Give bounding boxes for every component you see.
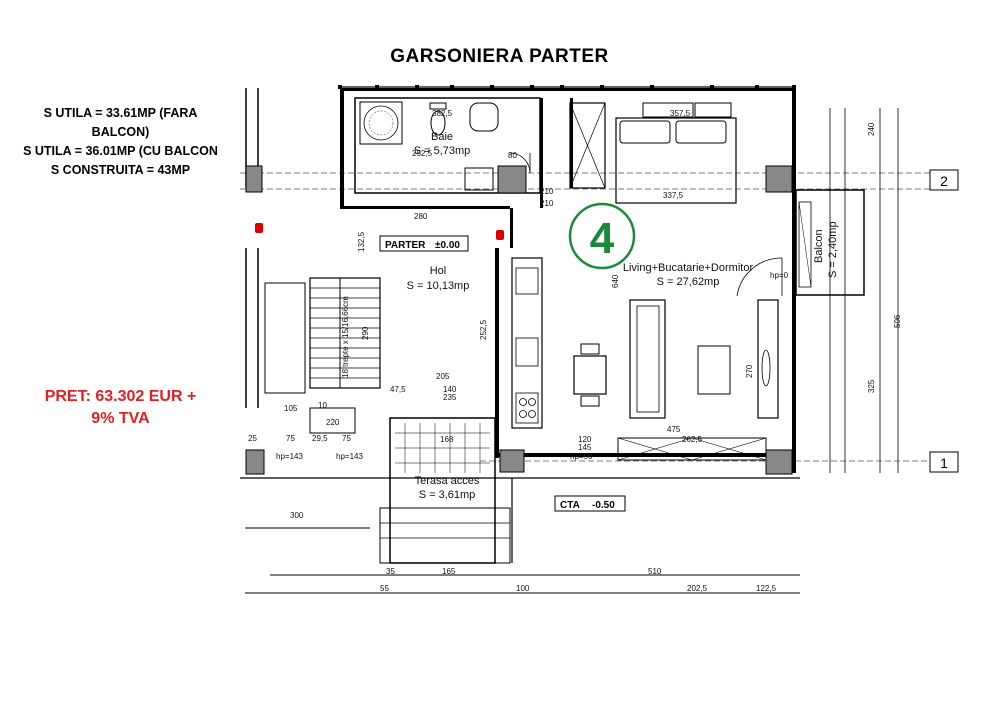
dim-label: 205 <box>436 372 450 381</box>
axis-2-label: 2 <box>940 173 948 189</box>
cta-tag-value: -0.50 <box>592 500 615 511</box>
dim-label: 55 <box>380 584 389 593</box>
dim-label: 10 <box>318 401 327 410</box>
dim-label: 357,5 <box>670 109 691 118</box>
dim-label: 210 <box>540 199 554 208</box>
dim-label: 29,5 <box>312 434 328 443</box>
price-block: PRET: 63.302 EUR + 9% TVA <box>18 386 223 430</box>
dim-label: 165 <box>442 567 456 576</box>
level-tag-label: PARTER <box>385 240 426 251</box>
useful-area-without-balcony: S UTILA = 33.61MP (FARA BALCON) <box>43 106 198 139</box>
room-terasa-area: S = 3,61mp <box>419 489 476 501</box>
dim-label: 202,5 <box>687 584 708 593</box>
room-baie-name: Baie <box>431 131 453 143</box>
dim-label: 75 <box>342 434 351 443</box>
unit-number: 4 <box>590 214 615 263</box>
dim-label: 270 <box>745 364 754 378</box>
dim-label: 210 <box>540 187 554 196</box>
room-hol-area: S = 10,13mp <box>407 280 470 292</box>
dim-label: 100 <box>516 584 530 593</box>
axis-1-label: 1 <box>940 455 948 471</box>
dim-label: 506 <box>893 314 902 328</box>
dim-label: 290 <box>361 326 370 340</box>
dim-label: 80 <box>508 151 517 160</box>
plan-title: GARSONIERA PARTER <box>390 46 609 67</box>
dim-label: 262,5 <box>682 435 703 444</box>
cta-tag-label: CTA <box>560 500 580 511</box>
room-living-area: S = 27,62mp <box>657 276 720 288</box>
dim-label: 325 <box>867 379 876 393</box>
room-balcon-area: S = 2,40mp <box>827 221 839 278</box>
dim-label: 300 <box>290 511 304 520</box>
vat-line: 9% TVA <box>91 410 150 427</box>
dim-label: 280 <box>414 212 428 221</box>
floor-plan: 2 1 4 PARTER ±0.00 CTA -0.50 Baie S = 5,… <box>240 85 959 594</box>
dim-label: 47,5 <box>390 385 406 394</box>
dim-label: hp=143 <box>276 452 303 461</box>
dim-label: 337,5 <box>663 191 684 200</box>
room-baie-area: S = 5,73mp <box>414 145 471 157</box>
level-tag-value: ±0.00 <box>435 240 460 251</box>
room-living-name: Living+Bucatarie+Dormitor <box>623 262 754 274</box>
dim-label: 640 <box>611 274 620 288</box>
built-area: S CONSTRUITA = 43MP <box>50 163 191 177</box>
dim-label: 510 <box>648 567 662 576</box>
dim-label: 140 <box>443 385 457 394</box>
dim-label: 120 <box>578 435 592 444</box>
dim-label: 122,5 <box>756 584 777 593</box>
dim-label: hp=143 <box>336 452 363 461</box>
dim-label: 475 <box>667 425 681 434</box>
dim-label: 252,5 <box>479 319 488 340</box>
room-terasa-name: Terasa acces <box>415 475 480 487</box>
dim-label: 145 <box>578 443 592 452</box>
dim-label: 240 <box>867 122 876 136</box>
dim-label: 132,5 <box>357 231 366 252</box>
dim-label: hp=90 <box>570 452 593 461</box>
dim-label: 25 <box>248 434 257 443</box>
dim-label: 168 <box>440 435 454 444</box>
dim-label: 382,5 <box>432 109 453 118</box>
dim-label: hp=0 <box>770 271 789 280</box>
stair-label: 18 trepte x 15/16,66cm <box>341 296 350 378</box>
room-balcon-name: Balcon <box>813 229 825 263</box>
dim-label: 235 <box>443 393 457 402</box>
area-summary: S UTILA = 33.61MP (FARA BALCON) S UTILA … <box>18 104 223 180</box>
dim-label: 252,5 <box>412 149 433 158</box>
dim-label: 105 <box>284 404 298 413</box>
dim-label: 35 <box>386 567 395 576</box>
useful-area-with-balcony: S UTILA = 36.01MP (CU BALCON <box>23 144 218 158</box>
room-hol-name: Hol <box>430 265 447 277</box>
dim-label: 220 <box>326 418 340 427</box>
price-line: PRET: 63.302 EUR + <box>44 388 197 405</box>
dim-label: 75 <box>286 434 295 443</box>
